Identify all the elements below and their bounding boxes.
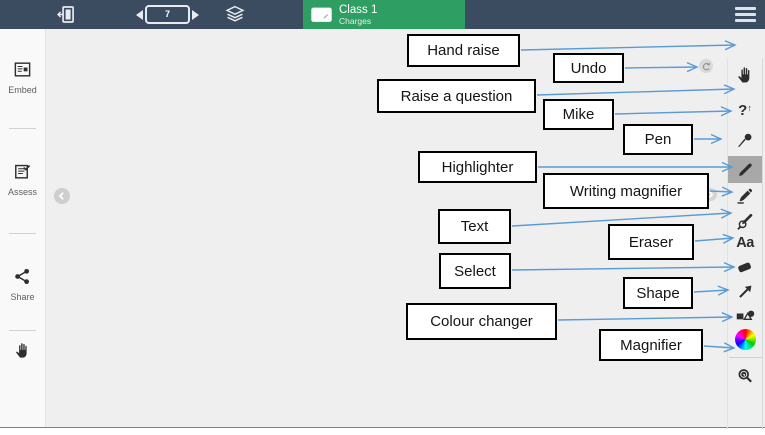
select-arrow-icon <box>738 285 751 298</box>
sidebar-divider <box>9 330 36 331</box>
next-page-icon[interactable] <box>192 9 199 20</box>
embed-icon <box>14 62 31 77</box>
tool-magnifier[interactable] <box>728 363 762 389</box>
page-number[interactable]: 7 <box>145 5 190 24</box>
annotation-box-mike: Mike <box>543 99 614 130</box>
text-icon: Aa <box>736 235 754 251</box>
tool-mike[interactable] <box>728 128 762 154</box>
annotation-box-colour-changer: Colour changer <box>406 303 557 340</box>
annotation-box-shape: Shape <box>623 277 693 309</box>
annotation-box-hand-raise: Hand raise <box>407 34 520 67</box>
sidebar-divider <box>9 233 36 234</box>
writing-magnifier-icon <box>736 213 752 230</box>
annotation-box-text: Text <box>438 209 511 244</box>
hand-raise-icon <box>738 67 750 83</box>
pen-icon <box>738 163 752 176</box>
tool-raise-a-question[interactable]: ?↑ <box>728 98 762 124</box>
menu-button[interactable] <box>734 7 756 22</box>
tool-hand-raise[interactable] <box>728 62 762 88</box>
annotation-box-highlighter: Highlighter <box>418 151 537 183</box>
shape-icon <box>736 310 754 320</box>
tool-writing-magnifier[interactable] <box>728 207 762 233</box>
highlighter-icon <box>737 188 753 204</box>
toolbar-divider <box>729 357 762 358</box>
sidebar-divider <box>9 128 36 129</box>
annotation-box-magnifier: Magnifier <box>599 329 703 361</box>
sidebar-item-pan[interactable] <box>0 341 45 365</box>
annotation-box-undo: Undo <box>553 53 624 83</box>
tool-eraser[interactable] <box>728 254 762 280</box>
sidebar-item-embed[interactable]: Embed <box>0 60 45 95</box>
sidebar-item-label: Share <box>10 292 35 302</box>
chevron-left-icon <box>58 192 64 200</box>
previous-page-icon[interactable] <box>136 9 143 20</box>
sidebar-item-assess[interactable]: Assess <box>0 162 45 197</box>
tool-shape[interactable] <box>728 303 762 329</box>
undo-button[interactable] <box>699 59 713 73</box>
assess-icon <box>15 164 31 179</box>
top-bar: 7 Class 1 Charges <box>0 0 765 29</box>
tool-pen[interactable] <box>728 156 762 183</box>
sidebar-item-label: Embed <box>8 85 37 95</box>
page-navigator: 7 <box>136 5 199 24</box>
annotation-box-pen: Pen <box>623 124 693 155</box>
annotation-box-eraser: Eraser <box>608 224 694 260</box>
hamburger-icon <box>734 7 756 11</box>
annotation-box-writing-magnifier: Writing magnifier <box>543 173 709 209</box>
tool-select[interactable] <box>728 278 762 304</box>
question-mark-icon: ?↑ <box>738 102 752 119</box>
left-sidebar: Embed Assess Share <box>0 29 46 427</box>
board-subtitle: Charges <box>339 15 372 26</box>
board-banner-text: Class 1 Charges <box>339 4 377 26</box>
magnifier-icon <box>738 368 752 382</box>
exit-door-icon <box>57 6 74 23</box>
pan-hand-icon <box>16 343 27 358</box>
colour-wheel-icon <box>734 328 756 350</box>
annotation-box-select: Select <box>439 253 511 289</box>
sidebar-item-share[interactable]: Share <box>0 267 45 302</box>
right-toolbar: ?↑ <box>727 58 763 429</box>
annotation-box-raise-a-question: Raise a question <box>377 79 536 113</box>
microphone-icon <box>738 133 752 148</box>
board-icon <box>311 7 332 22</box>
board-title: Class 1 <box>339 3 378 16</box>
tool-text[interactable]: Aa <box>728 230 762 256</box>
tool-colour-changer[interactable] <box>728 326 762 352</box>
share-icon <box>15 268 29 285</box>
board-banner[interactable]: Class 1 Charges <box>303 0 465 29</box>
eraser-icon <box>738 262 751 273</box>
sidebar-collapse-button[interactable] <box>54 188 70 204</box>
tool-highlighter[interactable] <box>728 183 762 209</box>
layers-icon <box>225 5 245 22</box>
boards-button[interactable] <box>223 4 247 25</box>
undo-icon <box>702 62 710 70</box>
exit-button[interactable] <box>56 4 76 25</box>
sidebar-item-label: Assess <box>7 187 37 197</box>
